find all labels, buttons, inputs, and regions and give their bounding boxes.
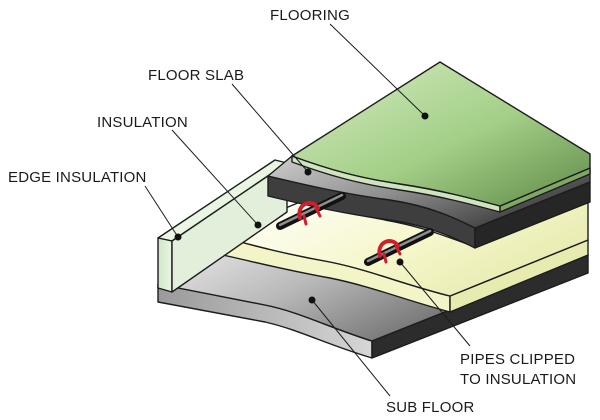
label-sub-floor: SUB FLOOR (386, 399, 474, 416)
leader-pipes (399, 261, 471, 347)
dot-flooring (421, 112, 429, 120)
edge-insulation-layer (157, 159, 288, 293)
label-edge-insulation: EDGE INSULATION (8, 169, 147, 186)
dot-insulation (254, 221, 262, 229)
leader-floor-slab (231, 83, 309, 173)
dot-edge-insulation (174, 233, 182, 241)
flooring-top (291, 61, 591, 207)
dot-floor-slab (304, 168, 312, 176)
flooring-layer (291, 61, 591, 213)
label-floor-slab: FLOOR SLAB (148, 67, 244, 84)
label-pipes-line1: PIPES CLIPPED (460, 351, 575, 368)
pipe-clip-2 (377, 239, 400, 258)
leader-flooring (329, 23, 426, 117)
pipe-clip-1 (297, 201, 320, 220)
label-pipes-line2: TO INSULATION (460, 371, 576, 388)
pipe-2 (364, 228, 434, 266)
leader-edge-insulation (144, 185, 179, 238)
pipe-1 (276, 192, 346, 230)
leader-sub-floor (311, 299, 391, 397)
dot-pipes (396, 258, 404, 266)
label-insulation: INSULATION (97, 114, 188, 131)
edge-insulation-face (157, 237, 173, 293)
heating-pipes (276, 192, 434, 266)
leader-lines (144, 23, 471, 397)
label-flooring: FLOORING (270, 7, 350, 24)
labels: FLOORING FLOOR SLAB INSULATION EDGE INSU… (8, 7, 576, 416)
dot-sub-floor (308, 296, 316, 304)
leader-insulation (171, 129, 259, 226)
edge-insulation-inner (171, 162, 288, 293)
